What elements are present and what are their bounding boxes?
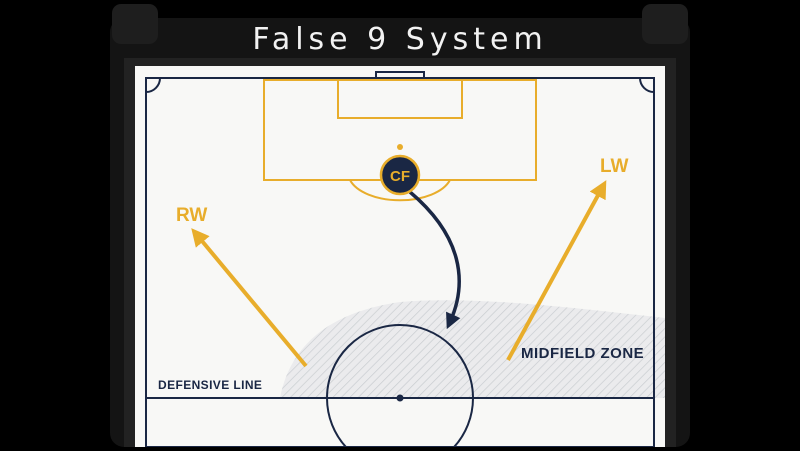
lw-run-arrow xyxy=(506,180,607,361)
frame-corner-right xyxy=(642,4,688,44)
midfield-zone-shading xyxy=(280,300,665,398)
lw-label: LW xyxy=(600,156,629,177)
corner-arc-right xyxy=(639,77,655,93)
corner-arc-left xyxy=(145,77,161,93)
penalty-spot xyxy=(397,144,403,150)
cf-player-token[interactable]: CF xyxy=(379,154,421,196)
center-spot xyxy=(396,394,404,402)
cf-drop-arrow xyxy=(408,190,461,330)
six-yard-box xyxy=(337,79,463,119)
diagram-title: False 9 System xyxy=(252,22,548,57)
center-circle xyxy=(326,324,474,451)
cf-label: CF xyxy=(390,168,410,185)
penalty-arc xyxy=(349,179,451,202)
defensive-line-label: DEFENSIVE LINE xyxy=(158,378,263,392)
frame-corner-left xyxy=(112,4,158,44)
midfield-zone-label: MIDFIELD ZONE xyxy=(521,345,645,362)
rw-run-arrow xyxy=(191,228,308,368)
rw-label: RW xyxy=(176,205,208,226)
